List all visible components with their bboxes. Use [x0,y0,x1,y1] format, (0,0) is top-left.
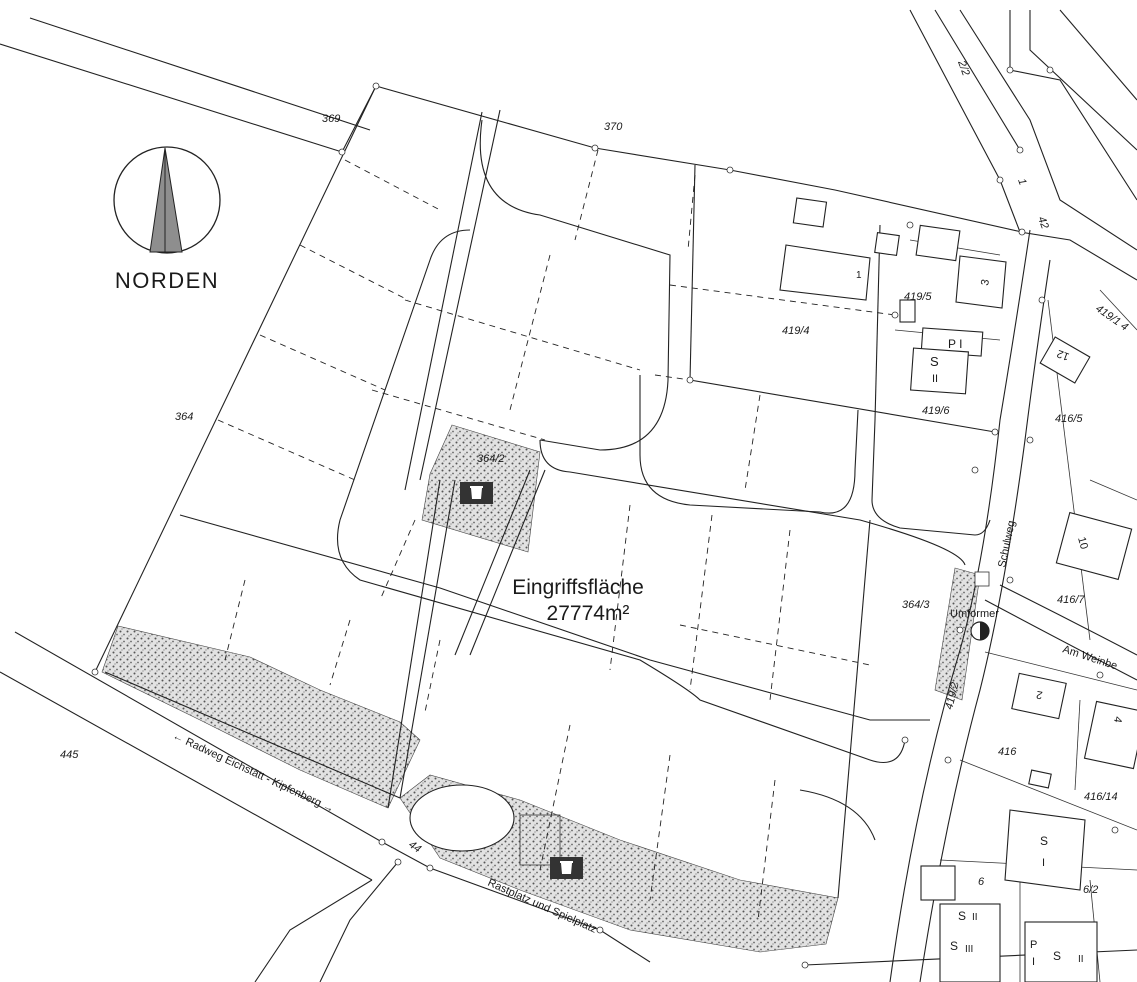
house-number: 10 [1075,536,1090,551]
buildings [779,197,1137,982]
trash-can-icon [460,482,493,504]
storey-mark: I [1042,857,1045,869]
north-arrow-icon [149,147,183,253]
parcel-label: 419/4 [782,325,810,337]
compass: NORDEN [113,146,221,293]
parcel-label: 419/5 [904,291,932,303]
transformer-icon [970,621,990,641]
parcel-label: 419/6 [922,405,950,417]
intervention-area: Eingriffsfläche 27774m² [512,576,644,625]
parcel-numbers: 369 370 364 445 419/4 419/5 419/6 419/1 … [60,58,1130,896]
pond [409,784,515,852]
parcel-label: 416/5 [1055,413,1083,425]
parcel-label: 42 [1035,215,1050,231]
area-title: Eingriffsfläche [512,576,644,599]
parcel-label: 370 [604,121,623,133]
green-strip-umformer [934,567,981,701]
house-number: 1 [856,270,862,281]
storey-mark: S [958,909,966,923]
planting-strip-south-west [101,625,421,809]
parcel-label: 364 [175,411,193,423]
street-schulweg: Schulweg [996,519,1018,568]
house-number: 4 [1111,715,1124,723]
area-size: 27774m² [547,602,630,625]
storey-mark: I [1032,956,1035,968]
compass-label: NORDEN [115,268,219,293]
storey-mark: P [1030,939,1037,951]
storey-mark: S [1040,834,1048,848]
parcel-label: 1 [1015,177,1028,187]
storey-mark: II [1078,954,1084,965]
storey-mark: III [965,944,973,955]
storey-mark: S [1053,949,1061,963]
planned-lot-lines [217,149,896,921]
boundary-points [91,66,1119,969]
parcel-label: 419/1 4 [1093,303,1130,334]
storey-mark: S [930,354,939,369]
storey-mark: P I [948,337,962,351]
parcel-label: 445 [60,749,79,761]
parcel-label: 2/2 [955,58,972,77]
parcel-label: 6/2 [1083,884,1098,896]
storey-mark: II [932,373,938,385]
playground-area [519,814,561,866]
parcel-label: 416 [998,746,1017,758]
parcel-label: 44 [406,839,423,856]
house-number: 2 [1035,688,1043,701]
street-am-weinberg: Am Weinbe [1061,643,1119,672]
house-number: 3 [979,278,992,286]
parcel-label: 369 [322,113,340,125]
storey-mark: S [950,939,958,953]
house-number: 12 [1055,347,1071,362]
green-strips [101,424,981,953]
trash-can-icon [550,857,583,879]
umformer-label: Umformer [950,608,999,620]
parcel-label: 416/7 [1057,594,1085,606]
parcel-label: 6 [978,876,985,888]
parcel-label: 364/2 [477,453,505,465]
house-labels: 1 3 12 10 2 4 P I S II S I S II S III P … [856,270,1124,968]
parcel-label: 364/3 [902,599,930,611]
storey-mark: II [972,912,978,923]
parcel-label: 416/14 [1084,791,1118,803]
